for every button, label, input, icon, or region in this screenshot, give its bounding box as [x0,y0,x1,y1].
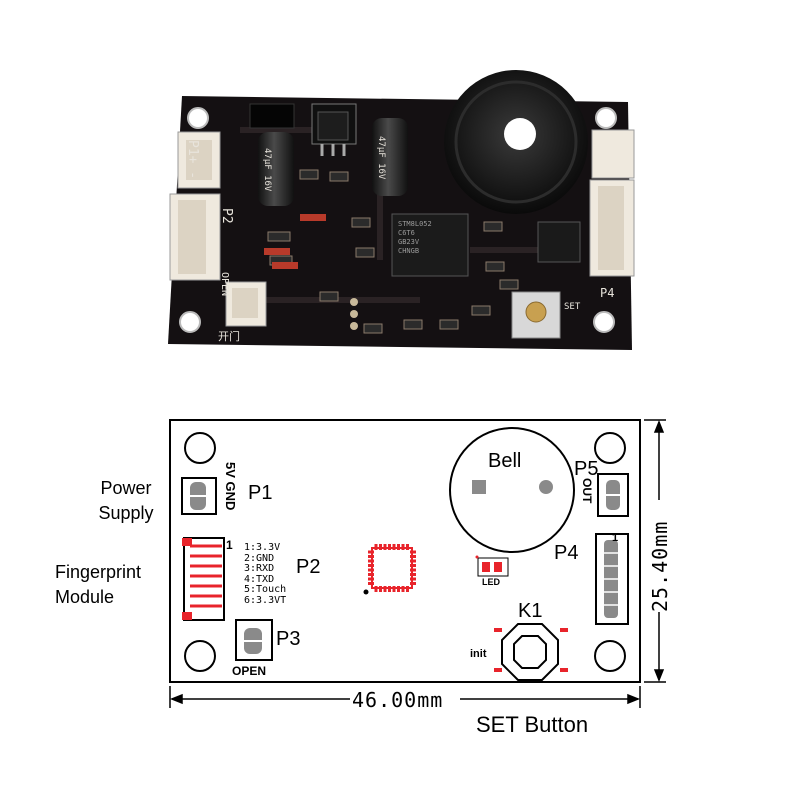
p4-pin-one: 1 [612,532,619,544]
silk-kaimen: 开门 [218,330,240,343]
silk-p4: P4 [600,286,615,300]
p2-pinout: 1:3.3V 2:GND 3:RXD 4:TXD 5:Touch 6:3.3VT [244,542,287,606]
connector-open-photo [225,281,267,327]
fingerprint-module-label-line1: Fingerprint [55,562,142,582]
power-supply-label-line1: Power [100,478,152,498]
connector-p3 [235,619,273,661]
p2-pin-4: 4:TXD [244,573,275,585]
connector-p5 [597,473,629,517]
connector-p1-photo [177,131,221,189]
mounting-holes-photo [179,107,617,333]
capacitor-photo [258,118,408,206]
connector-p2-photo [169,193,221,281]
width-dimension [169,686,641,708]
smd-parts-photo [267,169,519,334]
width-dimension-label: 46.00mm [352,688,444,712]
led-label: LED [482,577,500,587]
mcu-chip-photo [391,213,469,277]
silk-set: SET [564,302,581,312]
voltage-regulator-photo [311,103,357,156]
bell-buzzer [449,427,575,553]
p5-out-label: OUT [580,478,594,504]
buzzer-photo [444,70,588,214]
power-supply-label: Power Supply [90,476,162,526]
height-dimension-label: 25.40mm [648,520,672,612]
height-dimension [644,419,666,683]
pads-photo [350,298,358,330]
init-label: init [470,648,487,660]
p1-name: P1 [248,482,273,504]
bell-label: Bell [488,450,522,472]
p2-pin-5: 5:Touch [244,584,287,595]
button-k1 [494,623,568,681]
pcb-traces [240,127,560,303]
connector-p1 [181,477,217,515]
connector-p5-photo [591,129,635,179]
k1-label: K1 [518,600,543,622]
p4-name: P4 [554,542,579,564]
mcu-footprint [363,544,416,595]
p2-name: P2 [296,556,321,578]
mounting-holes [184,432,626,672]
p2-pin-1: 1:3.3V [244,542,281,553]
fingerprint-module-label-line2: Module [55,587,115,607]
p2-pin-2: 2:GND [244,552,275,564]
connector-p4 [595,533,629,625]
p5-name: P5 [574,458,599,480]
p2-pin-one: 1 [226,538,233,552]
set-button-label: SET Button [476,712,589,737]
smd-ic-photo [537,221,581,263]
diodes-photo [264,214,326,269]
tactile-switch-photo [511,291,561,339]
power-supply-label-line2: Supply [98,503,154,523]
led-footprint [475,555,509,577]
connector-p2 [182,537,225,621]
fingerprint-module-label: Fingerprint Module [55,560,141,610]
silk-chip: STM8L052 C6T6 GB23V CHNGB [398,220,432,255]
p2-pin-3: 3:RXD [244,563,275,574]
connector-p4-photo [589,179,635,277]
p3-open-label: OPEN [232,664,267,678]
smd-rectifier-photo [249,103,295,129]
p1-pins-label: 5V GND [223,462,238,511]
p3-name: P3 [276,628,301,650]
p2-pin-6: 6:3.3VT [244,594,287,606]
